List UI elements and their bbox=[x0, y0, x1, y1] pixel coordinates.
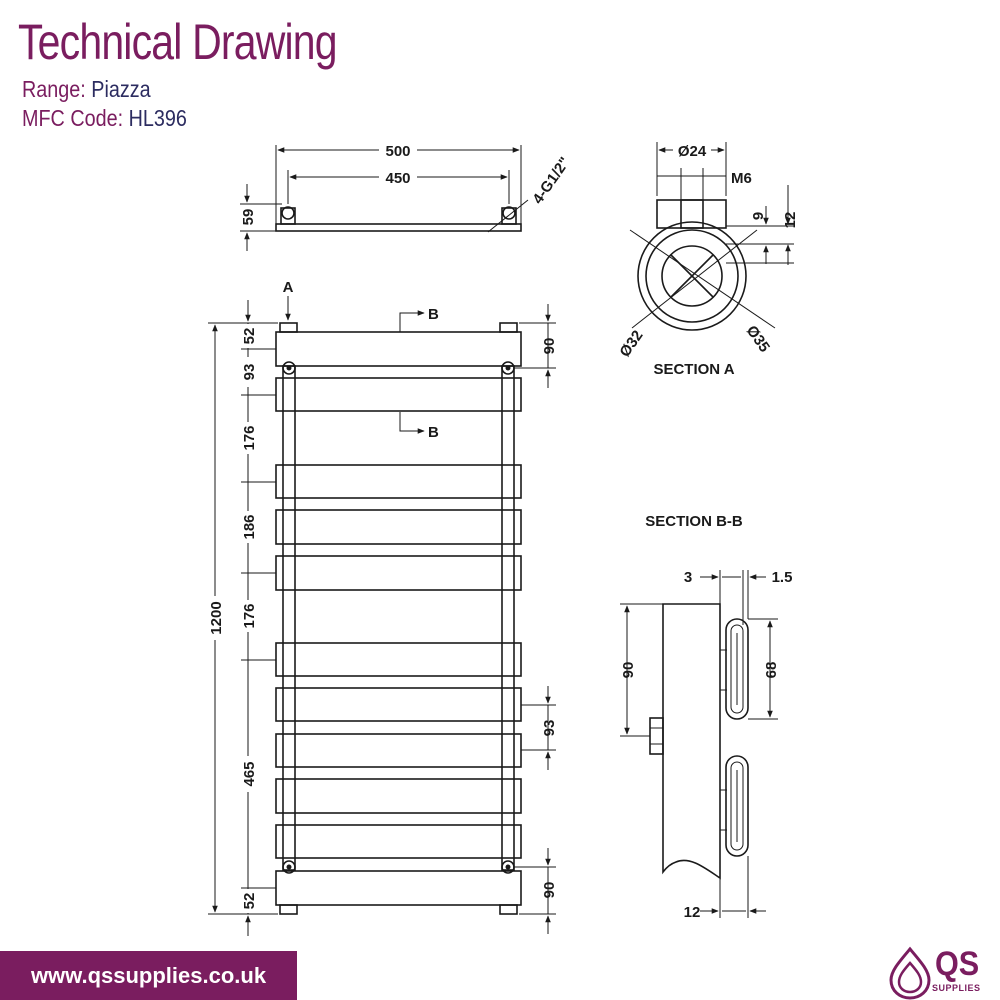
dim-1-5: 1.5 bbox=[772, 569, 793, 586]
front-view: A B B 1200 52 93 176 186 176 bbox=[205, 279, 558, 936]
section-bb-title: SECTION B-B bbox=[645, 513, 743, 530]
connection-label: 4-G1/2" bbox=[529, 154, 573, 207]
dim-left-176-a: 176 bbox=[241, 425, 258, 450]
inlet-valve bbox=[282, 860, 296, 874]
dim-left-52-top: 52 bbox=[241, 328, 258, 345]
dim-90-section: 90 bbox=[620, 662, 637, 679]
dim-12-section-a: 12 bbox=[782, 212, 799, 229]
dim-68: 68 bbox=[763, 662, 780, 679]
heating-bar bbox=[275, 824, 522, 859]
dim-left-465: 465 bbox=[241, 761, 258, 786]
heating-bar bbox=[275, 778, 522, 814]
heating-bar bbox=[275, 687, 522, 722]
dim-450: 450 bbox=[385, 170, 410, 187]
dim-1200: 1200 bbox=[208, 601, 225, 634]
right-upright bbox=[501, 365, 515, 871]
page-title: Technical Drawing bbox=[18, 14, 338, 70]
range-value: Piazza bbox=[91, 76, 151, 102]
dim-500: 500 bbox=[385, 143, 410, 160]
dim-left-52-bottom: 52 bbox=[241, 893, 258, 910]
dim-diameter-32: Ø32 bbox=[616, 327, 646, 360]
section-a-title: SECTION A bbox=[653, 361, 734, 378]
dim-diameter-35: Ø35 bbox=[743, 323, 773, 356]
top-view: 500 450 59 4-G1/2" bbox=[240, 141, 574, 251]
website-link[interactable]: www.qssupplies.co.uk bbox=[0, 951, 297, 1000]
section-bb: SECTION B-B 3 1.5 90 68 bbox=[620, 513, 792, 921]
heating-bar bbox=[275, 464, 522, 499]
code-value: HL396 bbox=[128, 105, 187, 131]
left-upright bbox=[282, 365, 296, 871]
brand-subtitle: SUPPLIES bbox=[932, 983, 981, 993]
dim-diameter-24: Ø24 bbox=[678, 143, 707, 160]
dim-9: 9 bbox=[750, 212, 767, 220]
qs-logo-icon bbox=[889, 946, 931, 1000]
dim-3: 3 bbox=[684, 569, 692, 586]
dim-12-section-bb: 12 bbox=[684, 904, 701, 921]
inlet-valve bbox=[282, 361, 296, 375]
label-a: A bbox=[283, 279, 294, 296]
code-label: MFC Code: bbox=[22, 105, 124, 131]
label-b-top: B bbox=[428, 306, 439, 323]
heating-bar bbox=[275, 377, 522, 412]
dim-left-176-b: 176 bbox=[241, 603, 258, 628]
heating-bar bbox=[275, 733, 522, 768]
heating-bar bbox=[275, 642, 522, 677]
heating-bar bbox=[275, 331, 522, 367]
brand-name: QS bbox=[935, 945, 980, 983]
dim-right-90-top: 90 bbox=[541, 338, 558, 355]
dim-right-93: 93 bbox=[541, 720, 558, 737]
dim-59: 59 bbox=[240, 209, 257, 226]
range-label: Range: bbox=[22, 76, 86, 102]
heating-bar bbox=[275, 509, 522, 545]
dim-m6: M6 bbox=[731, 170, 752, 187]
code-line: MFC Code: HL396 bbox=[22, 105, 187, 131]
section-a: Ø24 M6 9 12 Ø32 Ø35 SECTION A bbox=[616, 141, 799, 378]
dim-right-90-bottom: 90 bbox=[541, 882, 558, 899]
range-line: Range: Piazza bbox=[22, 76, 151, 102]
dim-left-93: 93 bbox=[241, 364, 258, 381]
dim-left-186: 186 bbox=[241, 514, 258, 539]
heating-bar bbox=[275, 555, 522, 591]
label-b-mid: B bbox=[428, 424, 439, 441]
heating-bar bbox=[275, 870, 522, 906]
